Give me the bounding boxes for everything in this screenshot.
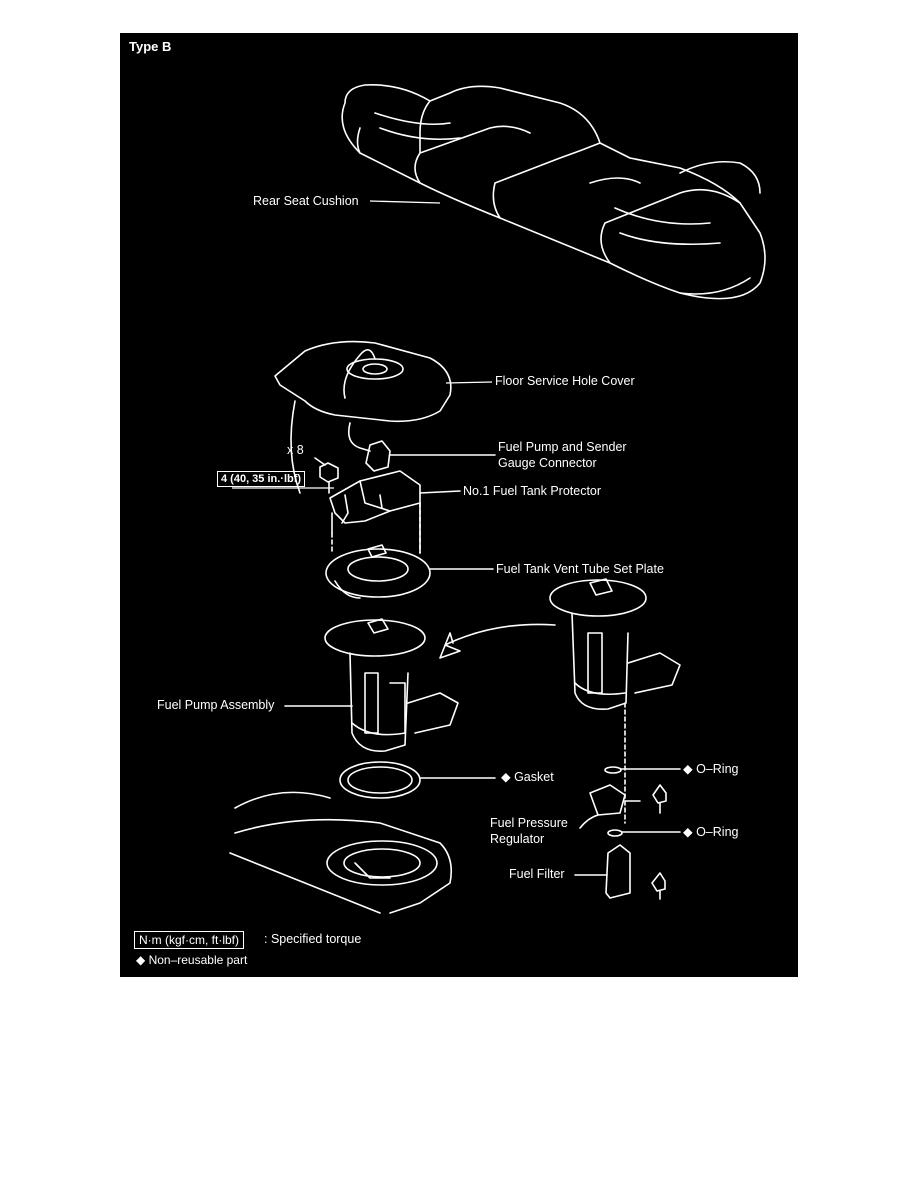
legend-non-reusable: ◆ Non–reusable part bbox=[136, 953, 248, 967]
gasket-label: ◆ Gasket bbox=[501, 770, 554, 784]
rear-seat-cushion-label: Rear Seat Cushion bbox=[253, 194, 359, 208]
fuel-filter-label: Fuel Filter bbox=[509, 867, 565, 881]
pressure-regulator-label-line1: Fuel Pressure bbox=[490, 816, 568, 830]
fuel-tank-opening-drawing bbox=[229, 791, 453, 914]
connector-label-line1: Fuel Pump and Sender bbox=[498, 440, 627, 454]
tank-protector-label: No.1 Fuel Tank Protector bbox=[463, 484, 602, 498]
pressure-regulator-label-line2: Regulator bbox=[490, 832, 545, 846]
bolt-count: x 8 bbox=[287, 443, 304, 457]
regulator-and-filter-drawing bbox=[574, 766, 681, 900]
pump-assembly-label: Fuel Pump Assembly bbox=[157, 698, 275, 712]
diagram-panel: Type B Rear Seat Cushion Floor Service H… bbox=[120, 33, 798, 977]
floor-service-hole-cover-drawing bbox=[274, 340, 452, 494]
fuel-tank-protector-drawing bbox=[329, 470, 461, 554]
rear-seat-cushion-drawing bbox=[341, 84, 766, 300]
floor-service-hole-cover-label: Floor Service Hole Cover bbox=[495, 374, 635, 388]
fuel-pump-assembly-right-drawing bbox=[549, 578, 681, 710]
type-label: Type B bbox=[129, 39, 172, 54]
torque-value: 4 (40, 35 in.·lbf) bbox=[217, 471, 306, 487]
direction-arrow bbox=[439, 623, 556, 659]
legend-torque-unit: N·m (kgf·cm, ft·lbf) bbox=[134, 931, 244, 949]
o-ring-upper-label: ◆ O–Ring bbox=[683, 762, 739, 776]
vent-tube-plate-label: Fuel Tank Vent Tube Set Plate bbox=[496, 562, 664, 576]
legend-torque-text: : Specified torque bbox=[264, 932, 362, 946]
alignment-lines bbox=[331, 502, 626, 824]
fuel-pump-assembly-drawing bbox=[324, 618, 459, 752]
connector-label-line2: Gauge Connector bbox=[498, 456, 597, 470]
bolt-drawing bbox=[314, 457, 339, 494]
exploded-view-drawing bbox=[229, 84, 766, 914]
vent-tube-set-plate-drawing bbox=[325, 544, 494, 599]
o-ring-lower-label: ◆ O–Ring bbox=[683, 825, 739, 839]
gasket-drawing bbox=[339, 761, 496, 799]
